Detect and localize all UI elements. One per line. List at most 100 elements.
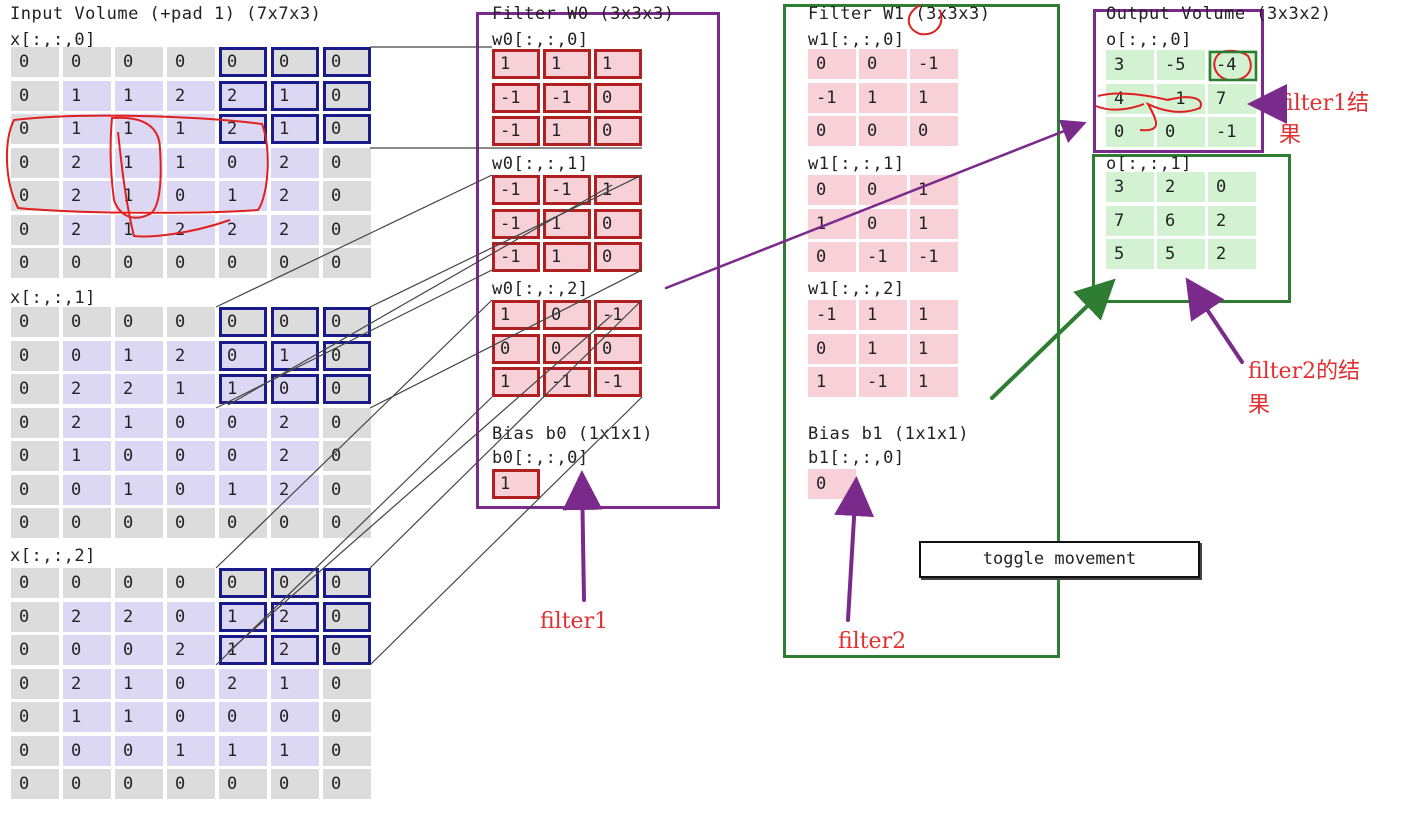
output-cell: 5 [1106, 239, 1154, 269]
input-cell: 1 [115, 702, 163, 732]
input-cell: 0 [323, 668, 371, 699]
filter0-weight-cell: 0 [594, 116, 642, 146]
input-cell: 0 [219, 248, 267, 278]
input-cell: 1 [115, 147, 163, 178]
input-cell: 0 [271, 769, 319, 799]
filter-w0-title: Filter W0 (3x3x3) [492, 4, 675, 24]
input-cell: 0 [63, 474, 111, 505]
input-cell: 1 [271, 80, 319, 111]
filter1-weight-cell: 0 [859, 49, 907, 79]
input-cell: 0 [323, 80, 371, 111]
input-cell: 0 [11, 181, 59, 211]
output-cell: 2 [1208, 239, 1256, 269]
input-cell: 0 [323, 147, 371, 178]
input-cell: 0 [271, 248, 319, 278]
filter1-slice-label: w1[:,:,2] [808, 279, 905, 299]
input-cell: 1 [167, 735, 215, 766]
toggle-movement-button[interactable]: toggle movement [919, 541, 1200, 578]
input-cell: 1 [167, 114, 215, 144]
input-cell: 2 [271, 214, 319, 245]
filter1-weight-cell: 1 [910, 175, 958, 205]
input-cell: 0 [219, 407, 267, 438]
output-slice0-box [1093, 9, 1264, 153]
input-cell: 2 [167, 214, 215, 245]
filter0-weight-cell: 0 [492, 333, 540, 364]
filter0-slice-label: w0[:,:,2] [492, 279, 589, 299]
input-cell: 0 [271, 508, 319, 538]
input-cell: 1 [115, 181, 163, 211]
input-cell: 0 [271, 374, 319, 404]
filter1-weight-cell: -1 [859, 367, 907, 397]
filter0-weight-cell: 0 [594, 82, 642, 113]
filter1-weight-cell: 0 [808, 175, 856, 205]
input-cell: 0 [63, 47, 111, 77]
filter0-weight-cell: 1 [543, 116, 591, 146]
input-cell: 0 [115, 635, 163, 665]
filter1-weight-cell: 1 [859, 300, 907, 330]
input-cell: 1 [115, 668, 163, 699]
input-cell: 0 [115, 441, 163, 471]
input-cell: 2 [167, 80, 215, 111]
input-cell: 0 [167, 769, 215, 799]
output-cell: 2 [1157, 172, 1205, 202]
input-cell: 0 [323, 248, 371, 278]
output-cell: 4 [1106, 83, 1154, 114]
input-cell: 0 [115, 47, 163, 77]
input-cell: 0 [63, 735, 111, 766]
filter1-weight-cell: 1 [910, 300, 958, 330]
input-cell: 1 [219, 374, 267, 404]
input-cell: 0 [219, 340, 267, 371]
filter1-weight-cell: 0 [808, 242, 856, 272]
input-cell: 0 [271, 568, 319, 598]
filter1-weight-cell: -1 [859, 242, 907, 272]
bias-b1-label: b1[:,:,0] [808, 448, 905, 468]
input-cell: 0 [115, 735, 163, 766]
input-cell: 2 [271, 147, 319, 178]
output-volume-title: Output Volume (3x3x2) [1106, 4, 1332, 24]
input-cell: 1 [63, 114, 111, 144]
filter1-result-annotation-line2: 果 [1279, 123, 1302, 148]
input-cell: 0 [323, 769, 371, 799]
filter0-slice-label: w0[:,:,1] [492, 154, 589, 174]
filter-w1-title: Filter W1 (3x3x3) [808, 4, 991, 24]
input-cell: 0 [11, 601, 59, 632]
input-cell: 2 [167, 635, 215, 665]
filter1-weight-cell: 1 [859, 82, 907, 113]
filter0-weight-cell: 0 [594, 242, 642, 272]
input-cell: 2 [115, 601, 163, 632]
input-cell: 1 [219, 181, 267, 211]
filter1-weight-cell: -1 [910, 242, 958, 272]
output-slice-label: o[:,:,0] [1106, 30, 1192, 50]
filter0-weight-cell: -1 [492, 242, 540, 272]
input-cell: 2 [63, 668, 111, 699]
filter0-weight-cell: 1 [594, 49, 642, 79]
filter2-result-annotation-line2: 果 [1248, 393, 1271, 418]
input-cell: 0 [167, 181, 215, 211]
input-cell: 0 [323, 214, 371, 245]
filter1-weight-cell: 1 [808, 367, 856, 397]
input-cell: 1 [167, 374, 215, 404]
input-cell: 0 [115, 769, 163, 799]
input-volume-title: Input Volume (+pad 1) (7x7x3) [10, 4, 322, 24]
input-cell: 2 [271, 441, 319, 471]
output-cell: 0 [1106, 117, 1154, 147]
input-cell: 0 [323, 735, 371, 766]
input-cell: 0 [167, 407, 215, 438]
input-cell: 0 [11, 474, 59, 505]
filter1-annotation: filter1 [540, 609, 609, 634]
input-cell: 0 [323, 474, 371, 505]
bias-b0-label: b0[:,:,0] [492, 448, 589, 468]
filter0-weight-cell: -1 [543, 175, 591, 205]
input-cell: 2 [219, 80, 267, 111]
filter0-weight-cell: 1 [543, 242, 591, 272]
input-cell: 0 [323, 181, 371, 211]
output-cell: 0 [1208, 172, 1256, 202]
input-cell: 0 [167, 568, 215, 598]
input-cell: 1 [63, 702, 111, 732]
filter2-result-annotation-line1: filter2的结 [1248, 359, 1361, 384]
input-slice-label: x[:,:,1] [10, 288, 96, 308]
input-cell: 0 [167, 508, 215, 538]
input-cell: 0 [219, 47, 267, 77]
output-cell: 2 [1208, 205, 1256, 236]
input-cell: 1 [63, 441, 111, 471]
